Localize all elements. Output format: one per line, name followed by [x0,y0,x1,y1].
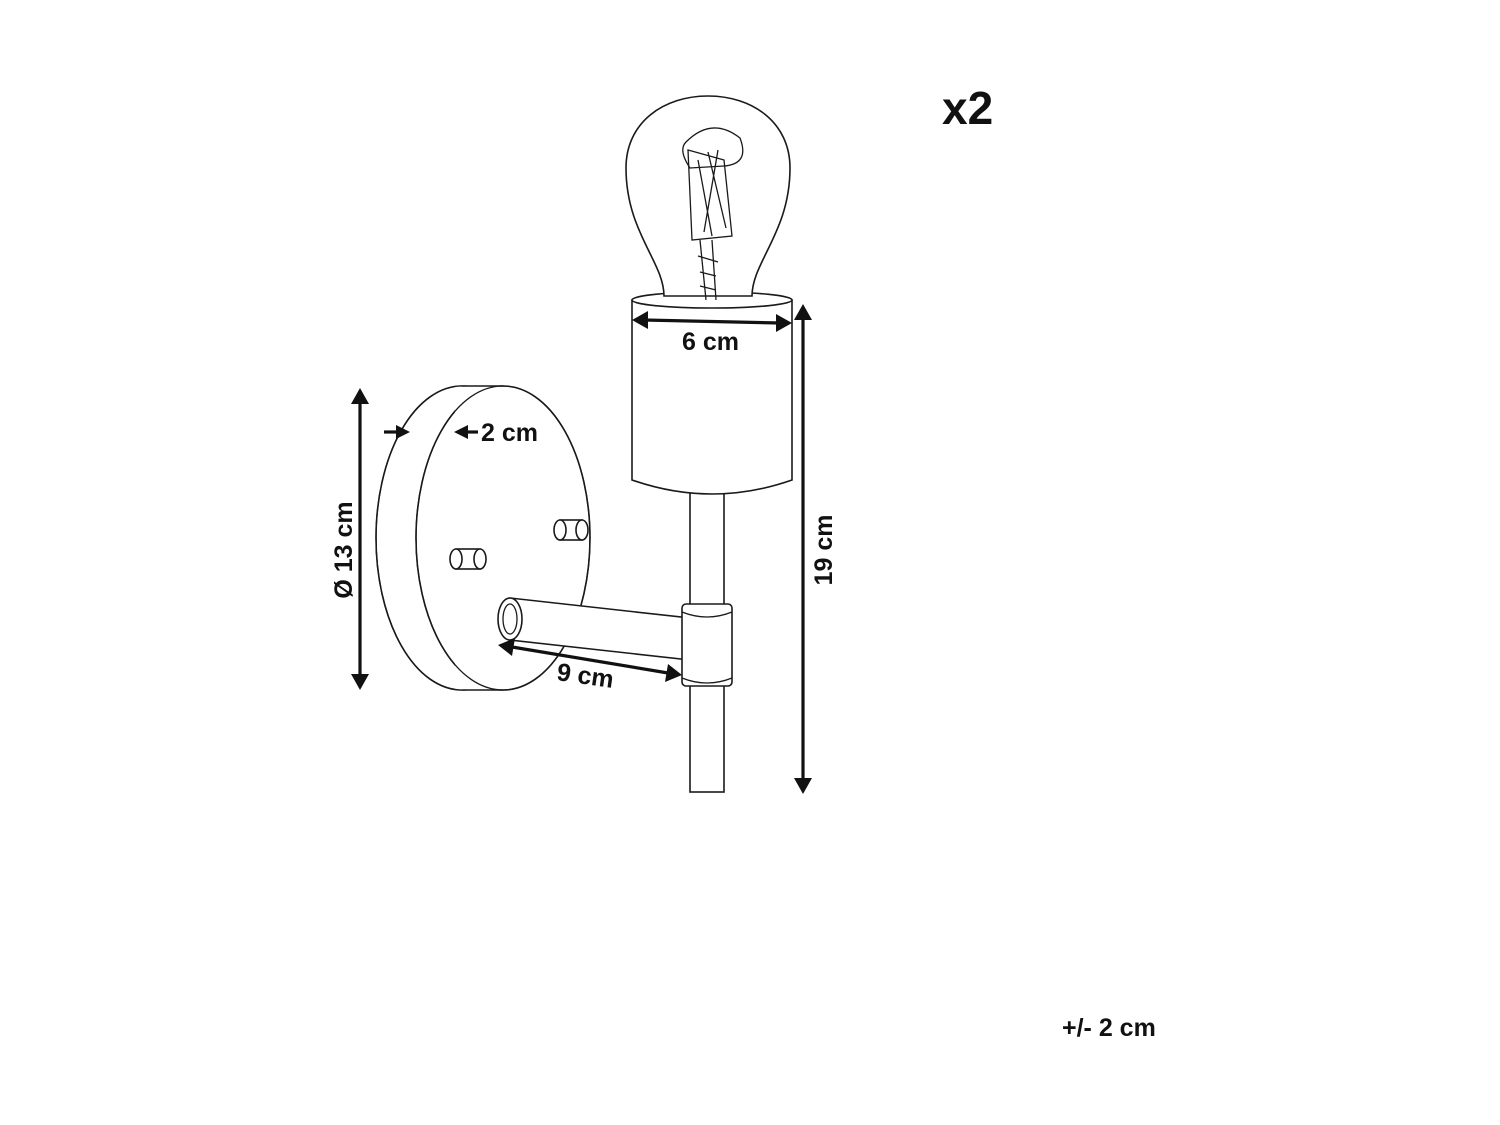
mounting-screw-icon [449,548,487,570]
mounting-screw-icon [553,519,589,541]
socket-width-dimension: 6 cm [632,311,792,356]
socket-width-label: 6 cm [682,328,739,356]
plate-depth-dimension: 2 cm [384,419,538,447]
plate-depth-label: 2 cm [481,419,538,447]
plate-diameter-label: Ø 13 cm [330,501,358,598]
height-label: 19 cm [810,515,838,586]
tolerance-label: +/- 2 cm [1062,1014,1156,1042]
quantity-label: x2 [942,82,993,134]
bulb-icon [625,95,791,301]
plate-diameter-dimension: Ø 13 cm [330,388,369,690]
vertical-stem [681,485,733,793]
horizontal-arm [497,597,691,661]
height-dimension: 19 cm [794,304,838,794]
